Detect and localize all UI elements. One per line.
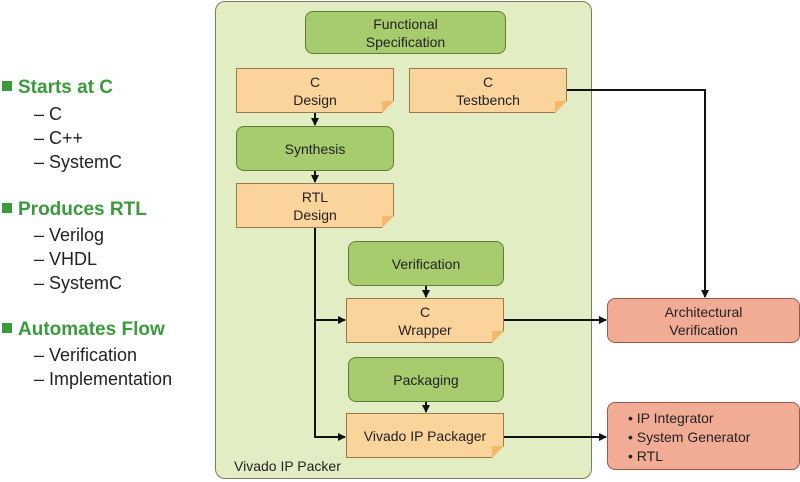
list-item: – SystemC xyxy=(34,273,123,293)
list-item: – C xyxy=(34,104,63,124)
section-heading-starts-at-c: Starts at C xyxy=(2,77,113,99)
feature-list: Starts at C – C – C++ – SystemC Produces… xyxy=(0,0,210,482)
list-item: • System Generator xyxy=(628,429,751,445)
architectural-verification-node: Architectural Verification xyxy=(607,298,800,343)
c-testbench-document: C Testbench xyxy=(409,68,567,113)
ip-outputs-list: • IP Integrator • System Generator • RTL xyxy=(607,402,800,470)
panel-label: Vivado IP Packer xyxy=(234,458,341,474)
c-design-document: C Design xyxy=(236,68,394,113)
list-item: – C++ xyxy=(34,128,84,148)
square-bullet-icon xyxy=(2,203,12,213)
vivado-ip-packager-document: Vivado IP Packager xyxy=(346,413,504,458)
square-bullet-icon xyxy=(2,323,12,333)
functional-specification-node: Functional Specification xyxy=(305,11,506,54)
list-item: – Verilog xyxy=(34,225,105,245)
list-item: – Verification xyxy=(34,345,138,365)
list-item: – SystemC xyxy=(34,152,123,172)
rtl-design-document: RTL Design xyxy=(236,183,394,228)
packaging-node: Packaging xyxy=(348,357,504,402)
verification-node: Verification xyxy=(348,241,504,286)
list-item: – VHDL xyxy=(34,249,98,269)
list-item: – Implementation xyxy=(34,369,173,389)
list-item: • RTL xyxy=(628,448,663,464)
c-wrapper-document: C Wrapper xyxy=(346,298,504,343)
list-item: • IP Integrator xyxy=(628,410,714,426)
section-heading-automates-flow: Automates Flow xyxy=(2,319,165,341)
square-bullet-icon xyxy=(2,81,12,91)
synthesis-node: Synthesis xyxy=(236,126,394,171)
section-heading-produces-rtl: Produces RTL xyxy=(2,199,147,221)
